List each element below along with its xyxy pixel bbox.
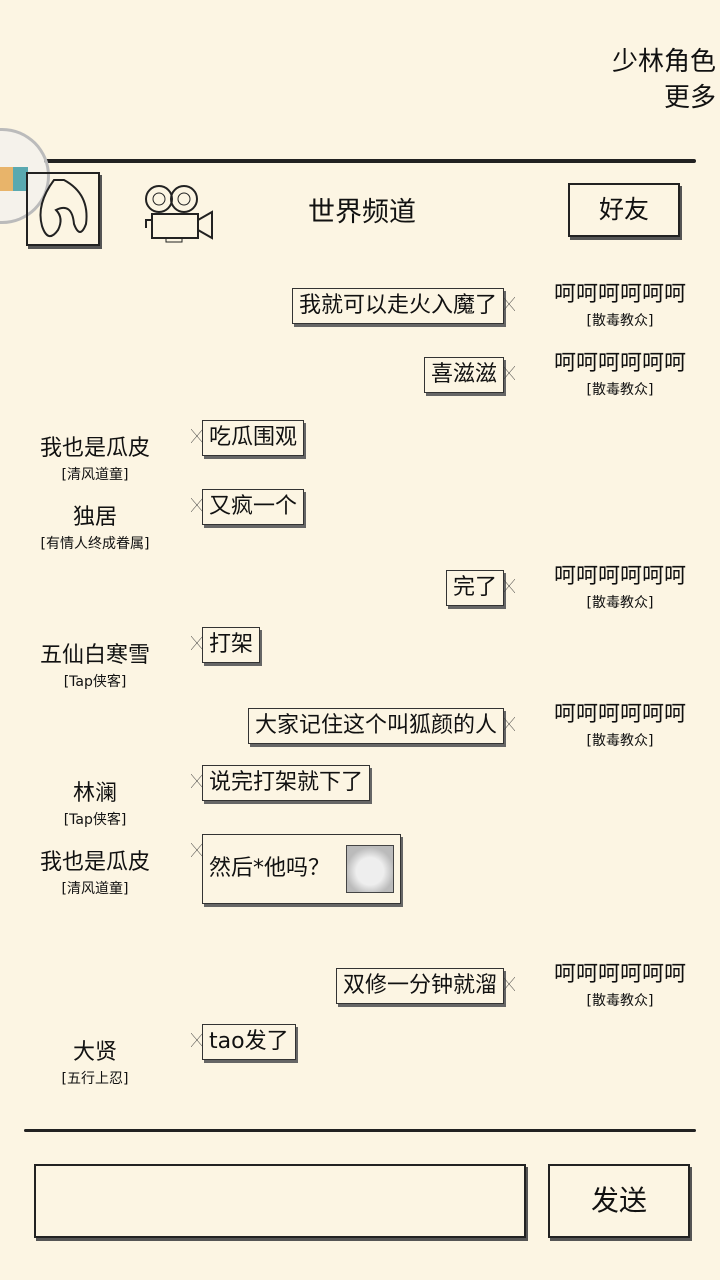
chat-message: 呵呵呵呵呵呵 [散毒教众] 喜滋滋	[0, 331, 720, 401]
video-camera-icon[interactable]	[142, 182, 218, 246]
friends-button-label: 好友	[598, 195, 649, 224]
message-bubble: 喜滋滋	[423, 357, 516, 393]
send-button[interactable]: 发送	[548, 1164, 690, 1238]
chat-message: 林澜 [Tap侠客] 说完打架就下了	[0, 751, 720, 828]
sender-name[interactable]: 我也是瓜皮	[39, 850, 150, 875]
sender-name[interactable]: 呵呵呵呵呵呵	[553, 282, 686, 307]
message-text: 又疯一个	[209, 494, 298, 519]
message-bubble: 大家记住这个叫狐颜的人	[247, 708, 516, 744]
chat-message: 独居 [有情人终成眷属] 又疯一个	[0, 475, 720, 552]
sender-title: [散毒教众]	[586, 313, 654, 329]
chat-message: 我也是瓜皮 [清风道童] 然后*他吗？	[0, 820, 720, 904]
footer-divider	[24, 1129, 696, 1132]
sender-title: [散毒教众]	[586, 595, 654, 611]
sender-title: [清风道童]	[61, 467, 129, 483]
sender-title: [散毒教众]	[586, 733, 654, 749]
message-text: 大家记住这个叫狐颜的人	[254, 713, 497, 738]
chat-message: 大贤 [五行上忍] tao发了	[0, 1010, 720, 1087]
chat-message: 呵呵呵呵呵呵 [散毒教众] 双修一分钟就溜	[0, 942, 720, 1012]
chat-message: 系统消息有新的对战消息，可点击顶部标题切换至战斗频	[0, 1079, 720, 1092]
message-bubble: 我就可以走火入魔了	[291, 288, 516, 324]
message-text: 打架	[209, 632, 254, 657]
sender-name[interactable]: 我也是瓜皮	[39, 436, 150, 461]
chat-message: 呵呵呵呵呵呵 [散毒教众] 完了	[0, 544, 720, 614]
back-arrow-icon	[39, 179, 88, 237]
sender-title: [五行上忍]	[61, 1071, 129, 1087]
message-bubble: 又疯一个	[190, 489, 305, 525]
sender-name[interactable]: 林澜	[72, 781, 117, 806]
message-text: 然后*他吗？	[209, 856, 331, 881]
sender-name[interactable]: 呵呵呵呵呵呵	[553, 702, 686, 727]
back-button[interactable]	[26, 172, 100, 246]
sender-name[interactable]: 独居	[72, 505, 117, 530]
sender-title: [散毒教众]	[586, 382, 654, 398]
message-text: 吃瓜围观	[209, 425, 298, 450]
sender-title: [Tap侠客]	[63, 812, 127, 828]
chat-message: 我也是瓜皮 [清风道童] 吃瓜围观	[0, 406, 720, 483]
chat-message: 五仙白寒雪 [Tap侠客] 打架	[0, 613, 720, 690]
header-divider	[44, 159, 696, 163]
send-button-label: 发送	[590, 1184, 647, 1217]
meme-face-image[interactable]	[346, 845, 395, 893]
message-text: 我就可以走火入魔了	[298, 293, 497, 318]
chat-input[interactable]	[36, 1166, 524, 1236]
sender-name[interactable]: 呵呵呵呵呵呵	[553, 564, 686, 589]
message-bubble: 吃瓜围观	[190, 420, 305, 456]
friends-button[interactable]: 好友	[568, 183, 680, 237]
chat-input-box[interactable]	[34, 1164, 526, 1238]
message-text: 说完打架就下了	[209, 770, 364, 795]
sender-name[interactable]: 呵呵呵呵呵呵	[553, 351, 686, 376]
message-text: tao发了	[209, 1029, 289, 1054]
message-bubble: 然后*他吗？	[190, 834, 402, 904]
chat-message: 呵呵呵呵呵呵 [散毒教众] 大家记住这个叫狐颜的人	[0, 682, 720, 752]
message-text: 双修一分钟就溜	[342, 973, 497, 998]
sender-title: [Tap侠客]	[63, 674, 127, 690]
sender-name[interactable]: 呵呵呵呵呵呵	[553, 962, 686, 987]
notice-line-2: 更多	[663, 83, 716, 113]
message-text: 喜滋滋	[430, 362, 497, 387]
sender-title: [有情人终成眷属]	[40, 536, 150, 552]
sender-title: [散毒教众]	[586, 993, 654, 1009]
message-bubble: 完了	[445, 570, 516, 606]
message-bubble: 打架	[190, 627, 261, 663]
message-bubble: 双修一分钟就溜	[335, 968, 516, 1004]
sender-name[interactable]: 五仙白寒雪	[39, 643, 150, 668]
sender-name[interactable]: 大贤	[72, 1040, 117, 1065]
message-bubble: tao发了	[191, 1024, 296, 1060]
notice-line-1: 少林角色	[611, 47, 716, 77]
sender-title: [清风道童]	[61, 881, 129, 897]
page-title: 世界频道	[308, 197, 416, 228]
top-notice: 少林角色 更多	[612, 44, 716, 116]
chat-message: 呵呵呵呵呵呵 [散毒教众] 我就可以走火入魔了	[0, 262, 720, 332]
message-bubble: 说完打架就下了	[190, 765, 371, 801]
chat-message-list[interactable]: 呵呵呵呵呵呵[散毒教众]我就可以走火入魔了呵呵呵呵呵呵[散毒教众]喜滋滋我也是瓜…	[0, 262, 720, 1092]
message-text: 完了	[452, 575, 497, 600]
